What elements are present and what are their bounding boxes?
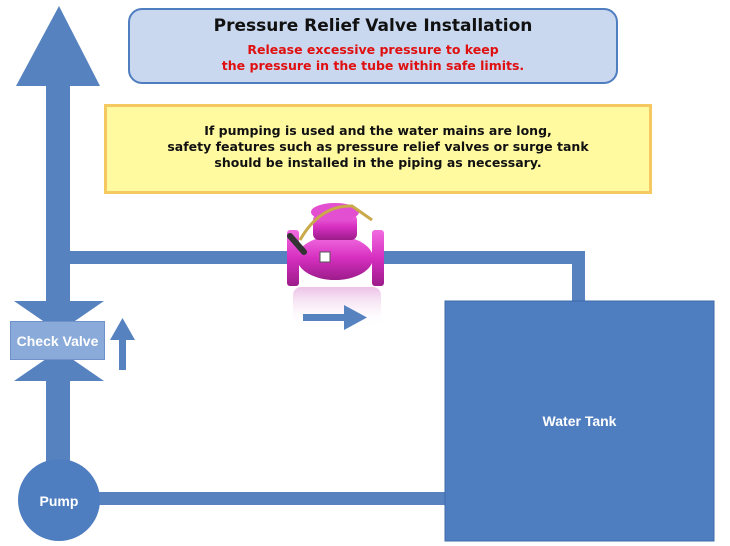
title-panel: Pressure Relief Valve Installation Relea… [128,8,618,84]
bottom-pipe [92,492,447,505]
check-valve-upper-wedge [14,301,104,332]
note-line-3: should be installed in the piping as nec… [214,155,542,170]
pump-label: Pump [39,493,79,509]
vertical-main-pipe [46,84,70,474]
upward-flow-arrowhead [16,6,100,86]
water-tank [444,300,715,542]
pump-circle [18,459,100,541]
arrow-right-icon [303,305,367,330]
top-pipe-left [70,251,290,264]
check-valve-lower-wedge [14,350,104,381]
subtitle-line-1: Release excessive pressure to keep [247,42,499,57]
note-panel: If pumping is used and the water mains a… [104,104,652,194]
top-pipe-right [380,251,585,264]
subtitle-line-2: the pressure in the tube within safe lim… [221,58,525,73]
note-line-1: If pumping is used and the water mains a… [204,123,552,138]
subtitle: Release excessive pressure to keep the p… [130,42,616,74]
arrow-up-icon [110,318,135,370]
water-tank-label: Water Tank [542,413,617,429]
page-title: Pressure Relief Valve Installation [213,16,533,36]
check-valve-label: Check Valve [10,321,105,360]
pressure-relief-valve-icon [287,203,384,327]
tank-inlet-pipe [572,251,585,303]
note-line-2: safety features such as pressure relief … [167,139,589,154]
